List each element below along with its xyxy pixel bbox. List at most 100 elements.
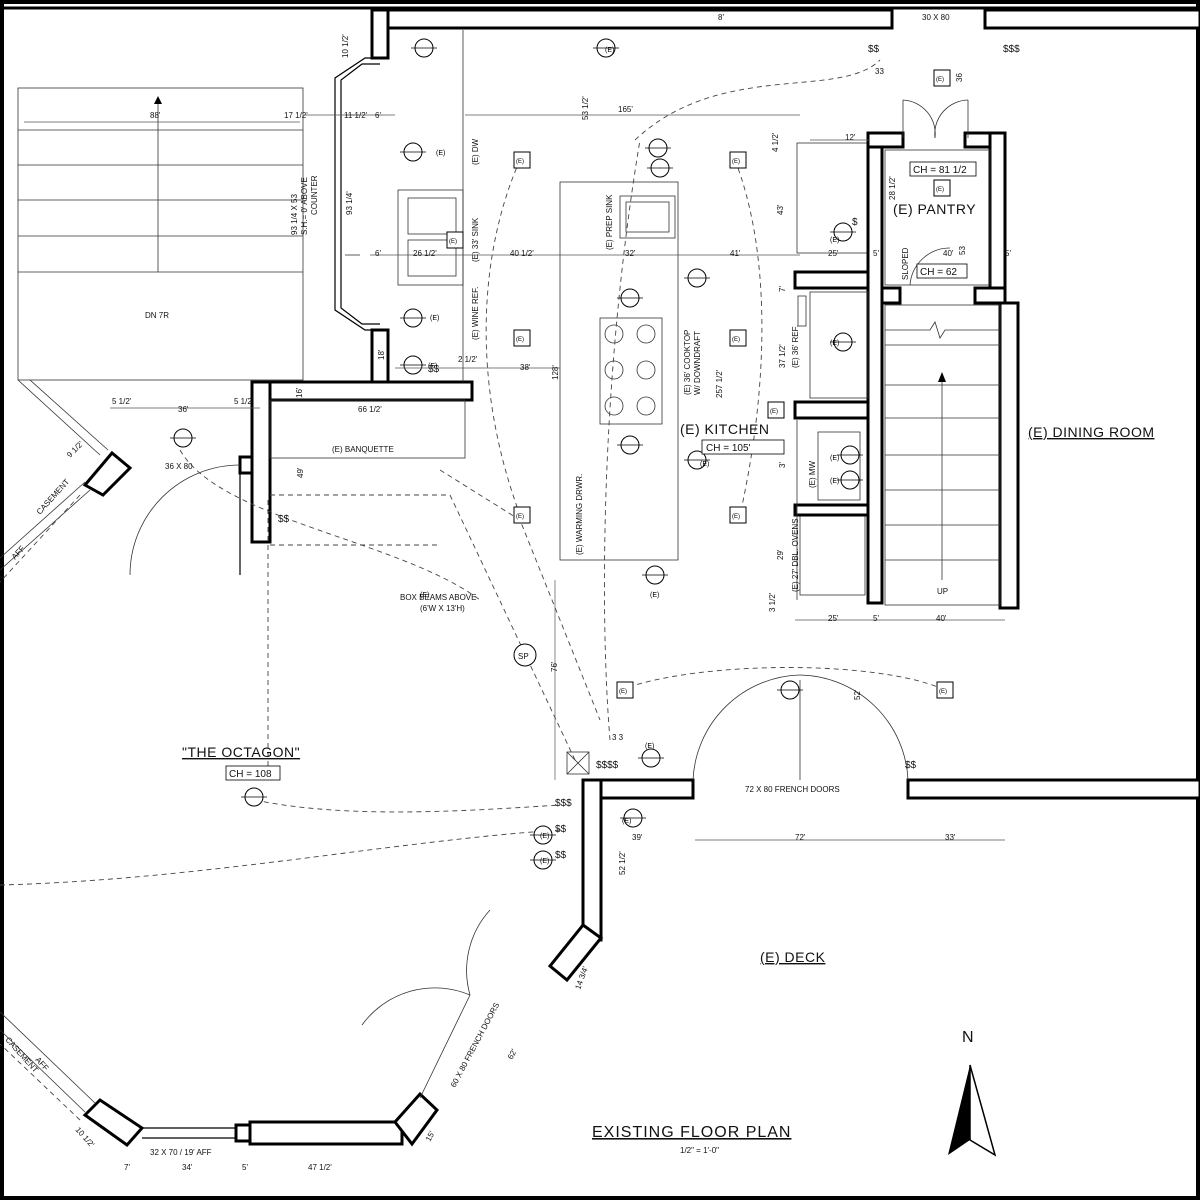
dim-76: 76': [550, 661, 559, 672]
fixture-tag: (E): [540, 833, 549, 840]
dim-34: 34': [182, 1163, 193, 1172]
fixture-tag: (E): [939, 689, 947, 695]
kitchen-north-wall: [370, 8, 1200, 60]
switch-height-33: 33: [875, 67, 884, 76]
fixture-tag: (E): [516, 337, 524, 343]
dim-257-5: 257 1/2': [715, 369, 724, 398]
dim-36b: 36': [178, 405, 189, 414]
svg-text:$$: $$: [905, 760, 917, 771]
deck-label: (E) DECK: [760, 949, 826, 965]
stair-dn-label: DN 7R: [145, 311, 169, 320]
ovens-label: (E) 27' DBL. OVENS: [791, 518, 800, 592]
switch-height-3-3: 3 3: [612, 733, 624, 742]
dim-93-25: 93 1/4': [345, 191, 354, 215]
kitchen-label: (E) KITCHEN: [680, 421, 770, 437]
can-light-icon: [513, 329, 531, 347]
dim-62: 62': [506, 1047, 519, 1061]
north-arrow-icon: N: [948, 1029, 997, 1157]
door-36-label: 36 X 80: [165, 462, 193, 471]
fixture-tag: (E): [770, 409, 778, 415]
stair-up-label: UP: [937, 587, 948, 596]
fixture-tag: (E): [516, 159, 524, 165]
dim-18: 18': [377, 349, 386, 360]
pantry-ceiling-height: CH = 81 1/2: [913, 165, 967, 176]
door-36x80: [129, 464, 241, 576]
svg-text:$: $: [852, 217, 858, 228]
svg-text:$$$: $$$: [555, 798, 572, 809]
pantry-walls: [866, 131, 1020, 610]
counter-note-1: 93 1/4 X 53: [290, 194, 299, 235]
dimension-labels: 88' 17 1/2' 11 1/2' 6' 53 1/2' 165' 4 1/…: [65, 13, 1011, 1172]
room-labels: (E) KITCHEN CH = 105' (E) PANTRY CH = 81…: [182, 161, 1155, 965]
west-casement-wall: [0, 450, 133, 583]
casement-bottom-label: CASEMENT: [4, 1035, 41, 1074]
dim-28-5: 28 1/2': [888, 176, 897, 200]
fixture-tag: (E): [830, 340, 839, 347]
can-light-icon: [616, 681, 634, 699]
banquette-label: (E) BANQUETTE: [332, 445, 394, 454]
dim-26-5: 26 1/2': [413, 249, 437, 258]
stair-up: [884, 304, 1001, 606]
ref-36-label: (E) 36' REF.: [791, 325, 800, 368]
dim-6a: 6': [375, 111, 381, 120]
dim-40a: 40': [943, 249, 954, 258]
dining-room-label: (E) DINING ROOM: [1028, 424, 1155, 440]
fixture-tag: (E): [449, 239, 457, 245]
can-light-icon: [729, 329, 747, 347]
wine-ref-label: (E) WINE REF.: [471, 287, 480, 340]
south-deck-wall: [547, 778, 1200, 983]
can-light-icon: [936, 681, 954, 699]
notes: BOX BEAMS ABOVE (6'W X 13'H) (E) BANQUET…: [4, 13, 951, 1157]
electrical-wiring: [0, 59, 946, 886]
svg-text:$$: $$: [555, 824, 567, 835]
dim-32: 32': [625, 249, 636, 258]
dim-29: 29': [776, 549, 785, 560]
dim-66-5: 66 1/2': [358, 405, 382, 414]
kitchen-west-walls: [238, 328, 474, 544]
fixture-tag: (E): [732, 514, 740, 520]
svg-text:$$: $$: [428, 364, 440, 375]
dim-4-5: 4 1/2': [771, 132, 780, 152]
drawing-title: EXISTING FLOOR PLAN: [592, 1124, 791, 1141]
counter-note-2: S.H.= 0' ABOVE: [300, 177, 309, 235]
fixture-tag: (E): [830, 478, 839, 485]
dim-5-5a: 5 1/2': [112, 397, 132, 406]
dim-128: 128': [551, 365, 560, 380]
can-light-icon: [446, 231, 464, 249]
banquette: [269, 399, 466, 459]
dim-40-5: 40 1/2': [510, 249, 534, 258]
east-appliance-wall: [793, 131, 884, 605]
warming-drawer-label: (E) WARMING DRWR.: [575, 474, 584, 555]
dim-5a: 5': [873, 249, 879, 258]
dim-7: 7': [778, 286, 787, 292]
dw-label: (E) DW: [471, 138, 480, 165]
dim-39: 39': [632, 833, 643, 842]
pantry-doors: [902, 99, 969, 286]
fixture-tag: (E): [605, 47, 614, 54]
downdraft-label: W/ DOWNDRAFT: [693, 331, 702, 395]
dim-5c: 5': [873, 614, 879, 623]
dim-9-5: 9 1/2': [65, 439, 85, 459]
dim-49: 49': [296, 467, 305, 478]
dim-17-5: 17 1/2': [284, 111, 308, 120]
appliance-labels: (E) DW (E) 33' SINK (E) WINE REF. (E) PR…: [471, 138, 817, 592]
fixture-tag: (E): [650, 592, 659, 599]
svg-text:$$: $$: [278, 514, 290, 525]
dim-10-5: 10 1/2': [341, 34, 350, 58]
window-32-label: 32 X 70 / 19' AFF: [150, 1148, 212, 1157]
box-beams-size: (6'W X 13'H): [420, 604, 465, 613]
dim-16: 16': [295, 387, 304, 398]
fixture-tag: (E): [732, 337, 740, 343]
fixture-tag: (E): [830, 237, 839, 244]
kitchen-ceiling-height: CH = 105': [706, 443, 751, 454]
fixture-tag: (E): [430, 315, 439, 322]
dim-40b: 40': [936, 614, 947, 623]
door-30-label: 30 X 80: [922, 13, 950, 22]
dim-10-5b: 10 1/2': [74, 1125, 97, 1149]
sink-label: (E) 33' SINK: [471, 217, 480, 262]
dim-43: 43': [776, 204, 785, 215]
dim-33: 33': [945, 833, 956, 842]
can-light-icon: [767, 401, 785, 419]
